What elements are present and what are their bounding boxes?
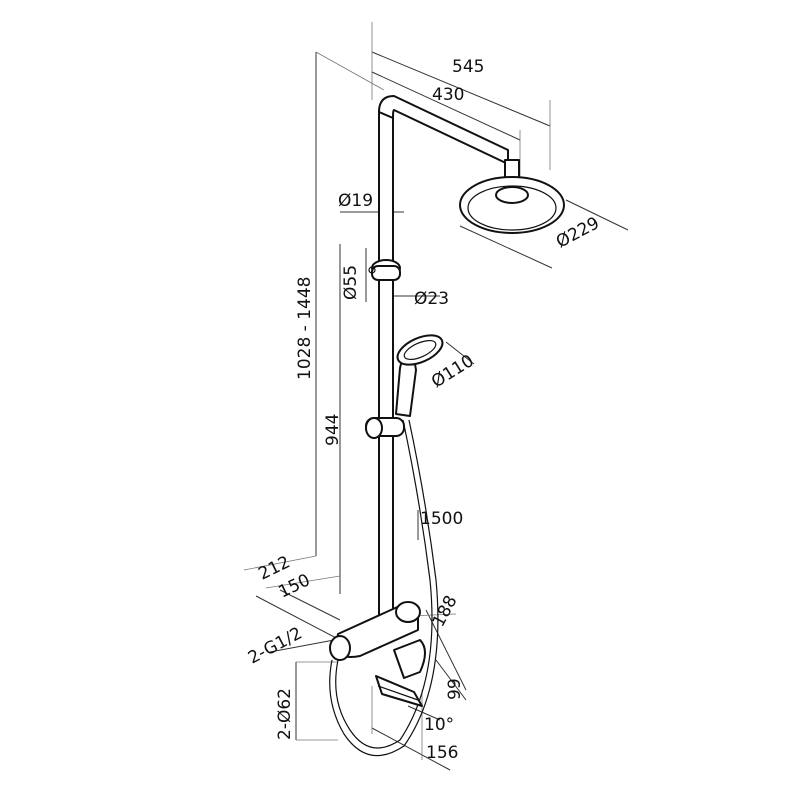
label-10deg: 10° — [424, 715, 454, 735]
dim-line-150 — [279, 589, 341, 621]
shower-head-center — [495, 186, 529, 204]
hand-shower-face — [403, 339, 437, 361]
mixer-lever — [393, 639, 426, 679]
slide-holder-knob — [365, 417, 383, 439]
set-screw — [368, 266, 376, 274]
dim-line-430 — [371, 71, 521, 141]
mixer-inlet-right — [395, 601, 421, 623]
mixer-inlet-left — [329, 635, 351, 661]
label-229: Ø229 — [553, 213, 603, 252]
label-1028-1448: 1028 - 1448 — [295, 277, 315, 380]
label-19: Ø19 — [338, 191, 373, 211]
shower-head — [459, 176, 565, 234]
label-430: 430 — [432, 85, 464, 105]
shower-hose — [335, 419, 433, 749]
label-188: 188 — [429, 592, 462, 630]
dim-line-229 — [565, 199, 629, 231]
shower-assembly — [329, 95, 565, 757]
hand-shower-head — [396, 334, 444, 366]
overhead-arm — [378, 95, 509, 165]
dim-line-99 — [435, 659, 467, 701]
dim-line-188 — [425, 609, 467, 691]
ext-line — [243, 555, 317, 571]
riser-pipe — [378, 109, 394, 629]
label-545: 545 — [452, 57, 484, 77]
label-110: Ø110 — [428, 351, 477, 392]
bath-spout — [375, 675, 423, 707]
ext-line — [265, 575, 341, 589]
dim-line-156 — [371, 727, 451, 771]
label-944: 944 — [323, 414, 343, 446]
dimension-lines — [243, 22, 629, 771]
label-99: 99 — [445, 678, 465, 700]
dim-line-g12 — [269, 639, 335, 653]
spout-edge — [377, 685, 419, 701]
dim-line-10 — [407, 705, 441, 721]
dim-line-110 — [445, 341, 475, 365]
label-156: 156 — [426, 743, 458, 763]
dim-line-229b — [459, 225, 553, 269]
label-23: Ø23 — [414, 289, 449, 309]
dim-line-212 — [255, 595, 341, 641]
label-62: 2-Ø62 — [275, 688, 295, 740]
dim-line-545 — [371, 51, 551, 127]
label-55: Ø55 — [341, 265, 361, 300]
label-1500: 1500 — [420, 509, 463, 529]
slide-holder-ring — [371, 265, 401, 281]
shower-hose-outer — [329, 419, 439, 757]
ext-line — [315, 51, 385, 91]
